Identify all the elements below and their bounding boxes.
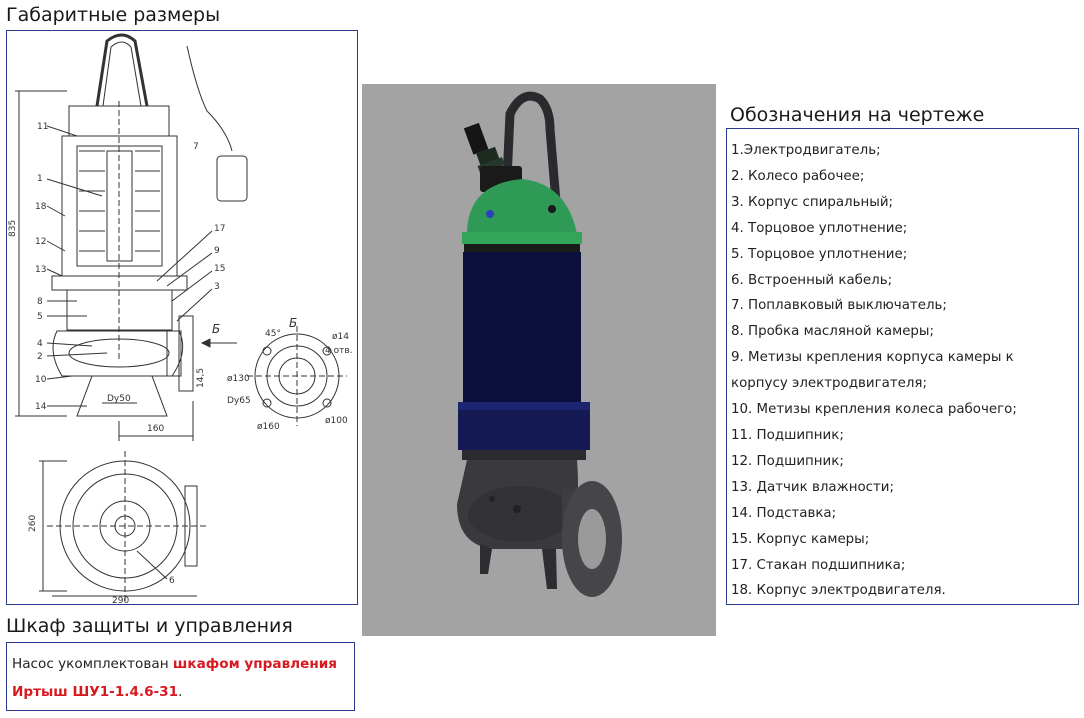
legend-item: 1.Электродвигатель; — [731, 143, 881, 158]
legend-item: 11. Подшипник; — [731, 427, 844, 443]
pump-photo — [362, 84, 716, 636]
callout-4: 4 — [37, 339, 43, 349]
callout-13: 13 — [35, 265, 46, 275]
legend-item: 12. Подшипник; — [731, 453, 844, 469]
legend-item: 6. Встроенный кабель; — [731, 272, 893, 288]
cabinet-link-line2[interactable]: Иртыш ШУ1-1.4.6-31 — [12, 684, 179, 700]
hole-14: ø14 — [332, 332, 349, 342]
callout-17: 17 — [214, 224, 225, 234]
dimension-drawing: 835 160 14,5 Dy50 260 290 Б Б 45° ø14 4 … — [6, 30, 358, 606]
callout-6: 6 — [169, 576, 175, 586]
legend-item: 7. Поплавковый выключатель; — [731, 298, 947, 314]
cabinet-box: Насос укомплектован шкафом управления Ир… — [6, 642, 355, 711]
legend-item: 18. Корпус электродвигателя. — [731, 583, 946, 599]
dim-dy50: Dy50 — [107, 394, 131, 404]
legend-item: 15. Корпус камеры; — [731, 531, 870, 547]
cabinet-heading: Шкаф защиты и управления — [6, 615, 293, 637]
callout-2: 2 — [37, 352, 43, 362]
technical-drawing-svg: 835 160 14,5 Dy50 260 290 Б Б 45° ø14 4 … — [8, 33, 353, 606]
callout-1: 1 — [37, 174, 43, 184]
legend-item: корпусу электродвигателя; — [731, 376, 927, 392]
d130: ø130 — [227, 374, 250, 384]
callout-14: 14 — [35, 402, 47, 412]
legend-item: 17. Стакан подшипника; — [731, 557, 906, 573]
callout-11: 11 — [37, 122, 48, 132]
legend-item: 10. Метизы крепления колеса рабочего; — [731, 402, 1017, 418]
cabinet-description: Насос укомплектован шкафом управления Ир… — [12, 650, 354, 706]
legend-item: 5. Торцовое уплотнение; — [731, 246, 908, 262]
dim-160: 160 — [147, 424, 164, 434]
dim-14-5: 14,5 — [196, 368, 206, 388]
callout-8: 8 — [37, 297, 43, 307]
legend-item: 3. Корпус спиральный; — [731, 194, 894, 210]
dim-835: 835 — [8, 220, 18, 237]
legend-item: 4. Торцовое уплотнение; — [731, 220, 908, 236]
legend-item: 14. Подставка; — [731, 505, 837, 521]
legend-item: 13. Датчик влажности; — [731, 479, 895, 495]
legend-box: 1.Электродвигатель; 2. Колесо рабочее; 3… — [726, 128, 1079, 605]
callout-7: 7 — [193, 142, 199, 152]
callout-5: 5 — [37, 312, 43, 322]
holes-4: 4 отв. — [325, 346, 353, 356]
legend-list: 1.Электродвигатель; 2. Колесо рабочее; 3… — [731, 138, 1078, 604]
view-b-arrow-label: Б — [212, 322, 220, 336]
legend-item: 8. Пробка масляной камеры; — [731, 324, 935, 340]
callout-12: 12 — [35, 237, 46, 247]
legend-heading: Обозначения на чертеже — [730, 104, 985, 126]
cabinet-text-after: . — [178, 684, 183, 700]
d160: ø160 — [257, 422, 280, 432]
cabinet-link-line1[interactable]: шкафом управления — [172, 656, 337, 672]
dim-290: 290 — [112, 596, 129, 604]
angle-45: 45° — [265, 329, 281, 339]
view-b-title: Б — [289, 316, 297, 330]
callout-3: 3 — [214, 282, 220, 292]
dimensions-heading: Габаритные размеры — [6, 4, 221, 26]
pump-illustration — [457, 91, 622, 597]
dim-260: 260 — [28, 515, 38, 532]
cabinet-text-before: Насос укомплектован — [12, 656, 173, 672]
dy65: Dy65 — [227, 396, 251, 406]
callout-15: 15 — [214, 264, 225, 274]
d100: ø100 — [325, 416, 348, 426]
callout-10: 10 — [35, 375, 47, 385]
callout-18: 18 — [35, 202, 47, 212]
legend-item: 9. Метизы крепления корпуса камеры к — [731, 350, 1014, 366]
callout-9: 9 — [214, 246, 220, 256]
legend-item: 2. Колесо рабочее; — [731, 168, 865, 184]
